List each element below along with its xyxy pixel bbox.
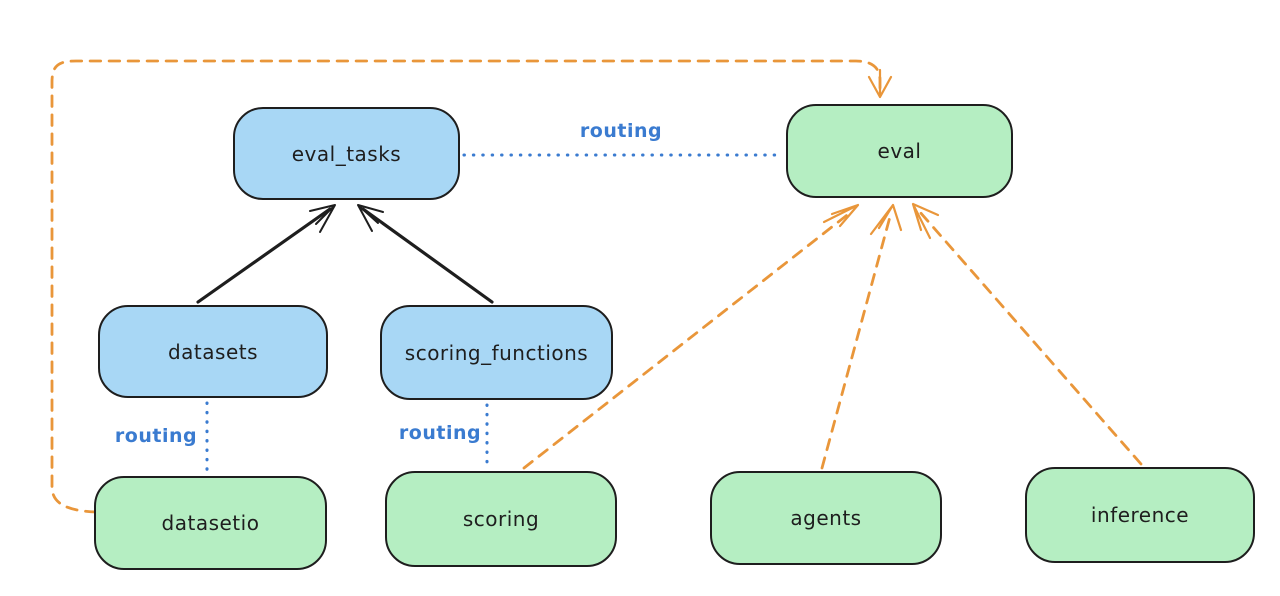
node-scoring-label: scoring (462, 507, 540, 531)
edge-scoring_functions-to-eval_tasks (361, 207, 494, 304)
edge-scoring-to-eval (522, 210, 853, 470)
edge-datasetio-to-eval (50, 59, 882, 514)
node-datasetio: datasetio (94, 476, 327, 570)
node-scoring_functions-label: scoring_functions (404, 340, 589, 365)
node-eval_tasks: eval_tasks (233, 107, 460, 200)
arrowhead-inference-to-eval (911, 202, 940, 240)
edge-label-routing-eval_tasks-eval: routing (579, 120, 663, 142)
node-agents-label: agents (790, 506, 862, 530)
node-inference: inference (1025, 467, 1255, 563)
node-eval_tasks-label: eval_tasks (291, 141, 402, 166)
edge-label-routing-scoring_functions-scoring: routing (398, 422, 482, 444)
node-datasets: datasets (98, 305, 328, 398)
node-datasetio-label: datasetio (161, 511, 260, 535)
edge-inference-to-eval (917, 209, 1143, 466)
node-agents: agents (710, 471, 942, 565)
arrowhead-datasets-to-eval_tasks (309, 204, 336, 233)
node-inference-label: inference (1090, 503, 1190, 527)
edge-label-routing-datasets-datasetio: routing (114, 425, 198, 447)
arrowhead-scoring_functions-to-eval_tasks (357, 204, 384, 232)
node-eval-label: eval (877, 139, 922, 163)
node-scoring: scoring (385, 471, 617, 567)
arrowhead-scoring-to-eval (822, 203, 860, 228)
edge-datasets-to-eval_tasks (196, 207, 332, 304)
node-datasets-label: datasets (167, 339, 259, 364)
edge-agents-to-eval (820, 211, 893, 470)
node-scoring_functions: scoring_functions (380, 305, 613, 400)
arrowhead-datasetio-to-eval (867, 68, 893, 99)
arrowhead-agents-to-eval (869, 203, 903, 236)
node-eval: eval (786, 104, 1013, 198)
